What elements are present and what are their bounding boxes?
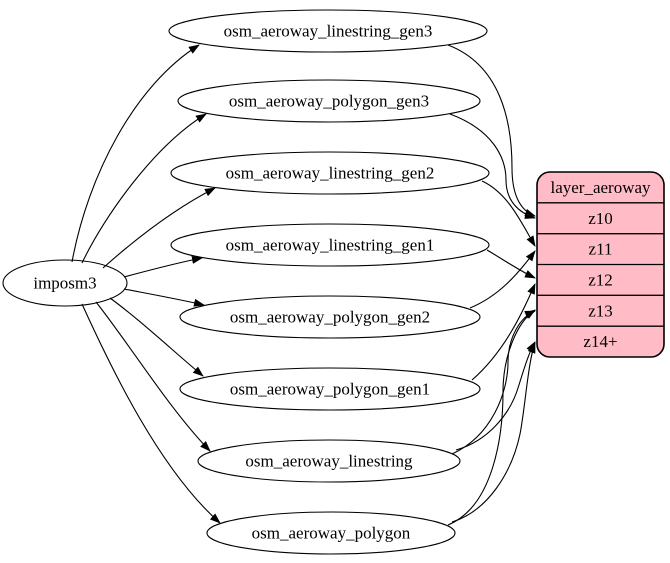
record-row-z12: z12 <box>588 270 613 289</box>
edge-osm_aeroway_linestring-to-z13 <box>451 310 536 455</box>
edge-imposm3-to-osm_aeroway_linestring_gen1 <box>123 255 203 278</box>
node-label-osm_aeroway_polygon_gen3: osm_aeroway_polygon_gen3 <box>229 92 429 111</box>
node-osm_aeroway_polygon_gen2: osm_aeroway_polygon_gen2 <box>179 295 481 339</box>
node-ellipse-osm_aeroway_linestring_gen2 <box>170 151 490 195</box>
edge-imposm3-to-osm_aeroway_linestring_gen3 <box>71 44 200 263</box>
edge-osm_aeroway_linestring-to-z14+ <box>455 341 536 451</box>
node-ellipse-osm_aeroway_polygon_gen2 <box>179 295 481 339</box>
record-row-z14+: z14+ <box>583 332 617 351</box>
node-ellipse-imposm3 <box>2 259 128 307</box>
node-label-osm_aeroway_linestring_gen2: osm_aeroway_linestring_gen2 <box>226 164 435 183</box>
node-ellipse-osm_aeroway_polygon <box>206 511 456 555</box>
node-osm_aeroway_polygon: osm_aeroway_polygon <box>206 511 456 555</box>
node-label-imposm3: imposm3 <box>33 274 96 293</box>
record-title: layer_aeroway <box>550 178 651 197</box>
node-label-osm_aeroway_linestring_gen1: osm_aeroway_linestring_gen1 <box>226 236 435 255</box>
edge-osm_aeroway_linestring_gen1-to-z12 <box>486 249 536 279</box>
node-ellipse-osm_aeroway_linestring_gen3 <box>168 9 488 53</box>
node-ellipse-osm_aeroway_polygon_gen3 <box>177 79 481 123</box>
node-label-osm_aeroway_polygon_gen2: osm_aeroway_polygon_gen2 <box>230 308 430 327</box>
edge-imposm3-to-osm_aeroway_linestring <box>95 301 211 452</box>
edge-osm_aeroway_polygon-to-z14+ <box>451 342 536 523</box>
record-row-z11: z11 <box>589 240 613 259</box>
node-label-osm_aeroway_linestring_gen3: osm_aeroway_linestring_gen3 <box>224 22 433 41</box>
edge-osm_aeroway_linestring_gen2-to-z11 <box>481 180 536 247</box>
edge-osm_aeroway_polygon_gen1-to-z12 <box>471 283 536 381</box>
node-label-osm_aeroway_linestring: osm_aeroway_linestring <box>245 452 413 471</box>
edge-imposm3-to-osm_aeroway_polygon_gen2 <box>123 288 205 307</box>
edge-osm_aeroway_polygon_gen2-to-z11 <box>469 250 536 309</box>
node-osm_aeroway_linestring: osm_aeroway_linestring <box>197 439 461 483</box>
node-osm_aeroway_polygon_gen3: osm_aeroway_polygon_gen3 <box>177 79 481 123</box>
edge-imposm3-to-osm_aeroway_polygon_gen1 <box>109 297 204 377</box>
node-osm_aeroway_linestring_gen1: osm_aeroway_linestring_gen1 <box>170 223 490 267</box>
record-row-z10: z10 <box>588 209 613 228</box>
edge-imposm3-to-osm_aeroway_polygon_gen3 <box>81 113 207 264</box>
node-label-osm_aeroway_polygon: osm_aeroway_polygon <box>252 524 411 543</box>
edge-imposm3-to-osm_aeroway_linestring_gen2 <box>102 187 216 269</box>
node-ellipse-osm_aeroway_linestring <box>197 439 461 483</box>
node-ellipse-osm_aeroway_linestring_gen1 <box>170 223 490 267</box>
node-label-osm_aeroway_polygon_gen1: osm_aeroway_polygon_gen1 <box>230 380 430 399</box>
edge-imposm3-to-osm_aeroway_polygon <box>81 303 221 524</box>
node-layer_aeroway: layer_aeroway z10 z11 z12 z13 z14+ <box>536 171 665 358</box>
node-osm_aeroway_linestring_gen2: osm_aeroway_linestring_gen2 <box>170 151 490 195</box>
node-imposm3: imposm3 <box>2 259 128 307</box>
node-osm_aeroway_polygon_gen1: osm_aeroway_polygon_gen1 <box>179 367 481 411</box>
edge-osm_aeroway_polygon_gen3-to-z10 <box>449 113 536 219</box>
edge-osm_aeroway_polygon-to-z13 <box>447 309 536 526</box>
node-ellipse-osm_aeroway_polygon_gen1 <box>179 367 481 411</box>
node-osm_aeroway_linestring_gen3: osm_aeroway_linestring_gen3 <box>168 9 488 53</box>
record-row-z13: z13 <box>588 301 613 320</box>
edge-osm_aeroway_linestring_gen3-to-z10 <box>447 44 536 217</box>
